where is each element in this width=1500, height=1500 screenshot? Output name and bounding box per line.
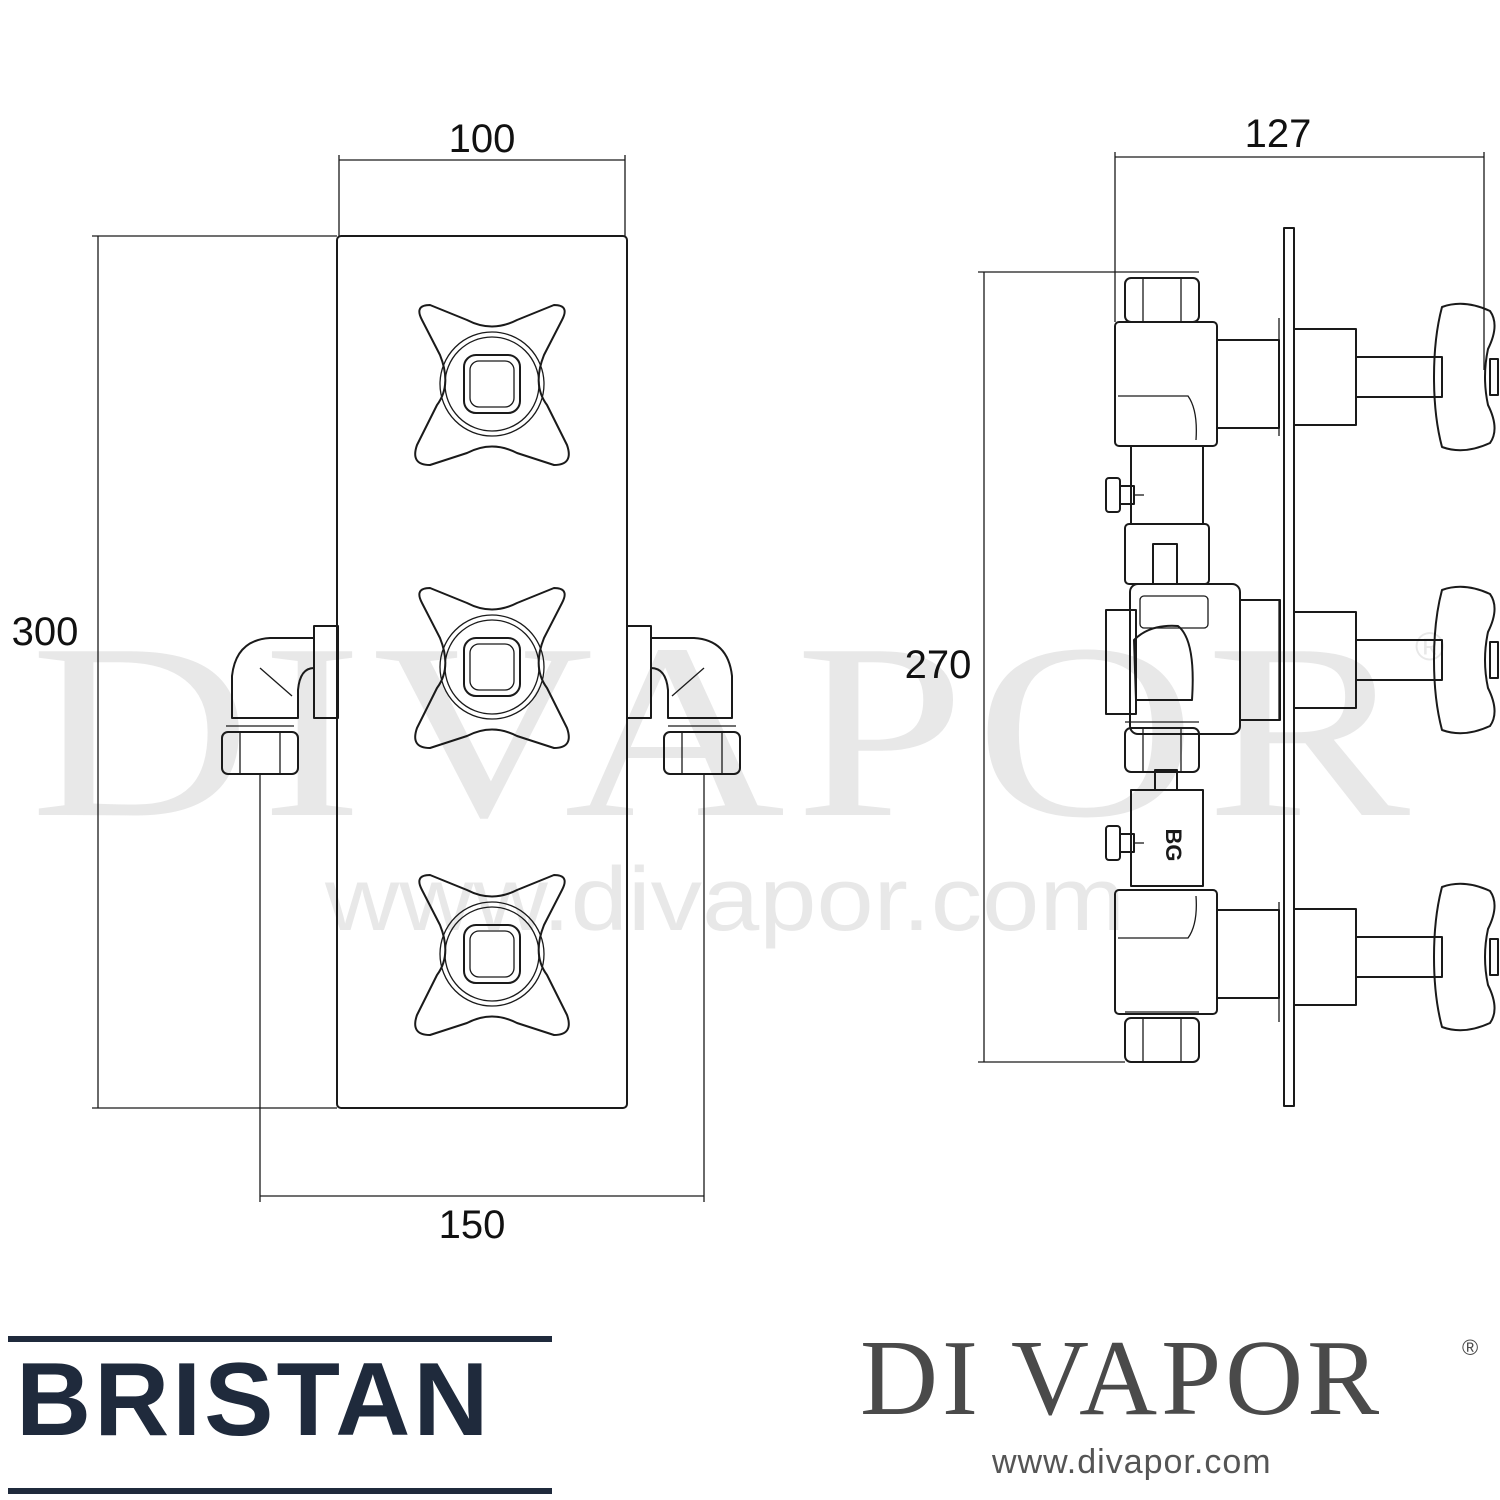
bristan-bottom-bar: [8, 1488, 552, 1494]
dim-inlet-centres-label: 150: [439, 1203, 506, 1247]
side-handle-bottom: [1216, 882, 1499, 1032]
right-inlet-elbow: [626, 625, 741, 775]
dim-front-height: 300: [12, 235, 337, 1109]
side-screw-bottom: [1105, 825, 1144, 861]
watermark-url: www.divapor.com: [324, 850, 1125, 950]
divapor-registered-mark: ®: [1462, 1335, 1479, 1360]
side-handle-top: [1216, 302, 1499, 452]
side-view: BG: [905, 112, 1499, 1107]
bristan-top-bar: [8, 1336, 552, 1342]
bristan-logo: BRISTAN: [8, 1336, 552, 1496]
side-nut-bottom: [1124, 1011, 1200, 1063]
divapor-wordmark: DI VAPOR: [860, 1319, 1384, 1438]
dim-side-depth: 127: [1114, 112, 1485, 370]
front-crosshead-top: [414, 304, 570, 466]
dim-side-height-label: 270: [905, 643, 972, 687]
dim-inlet-centres: 150: [259, 774, 705, 1247]
left-inlet-elbow: [221, 625, 339, 775]
dim-front-width: 100: [338, 117, 626, 236]
side-screw-top: [1105, 477, 1144, 513]
front-view: 100 300 150: [12, 117, 741, 1247]
watermark: DIVAPOR ® www.divapor.com: [30, 593, 1444, 950]
dim-front-width-label: 100: [449, 117, 516, 161]
dim-side-height: 270: [905, 271, 1125, 1063]
watermark-registered: ®: [1415, 625, 1444, 669]
divapor-url: www.divapor.com: [992, 1443, 1272, 1481]
side-nut-top: [1124, 271, 1200, 323]
dim-front-height-label: 300: [12, 610, 79, 654]
divapor-logo: DI VAPOR ® www.divapor.com: [860, 1325, 1490, 1500]
dim-side-depth-label: 127: [1245, 112, 1312, 156]
bristan-wordmark: BRISTAN: [16, 1342, 492, 1458]
valve-marking: BG: [1161, 829, 1186, 862]
